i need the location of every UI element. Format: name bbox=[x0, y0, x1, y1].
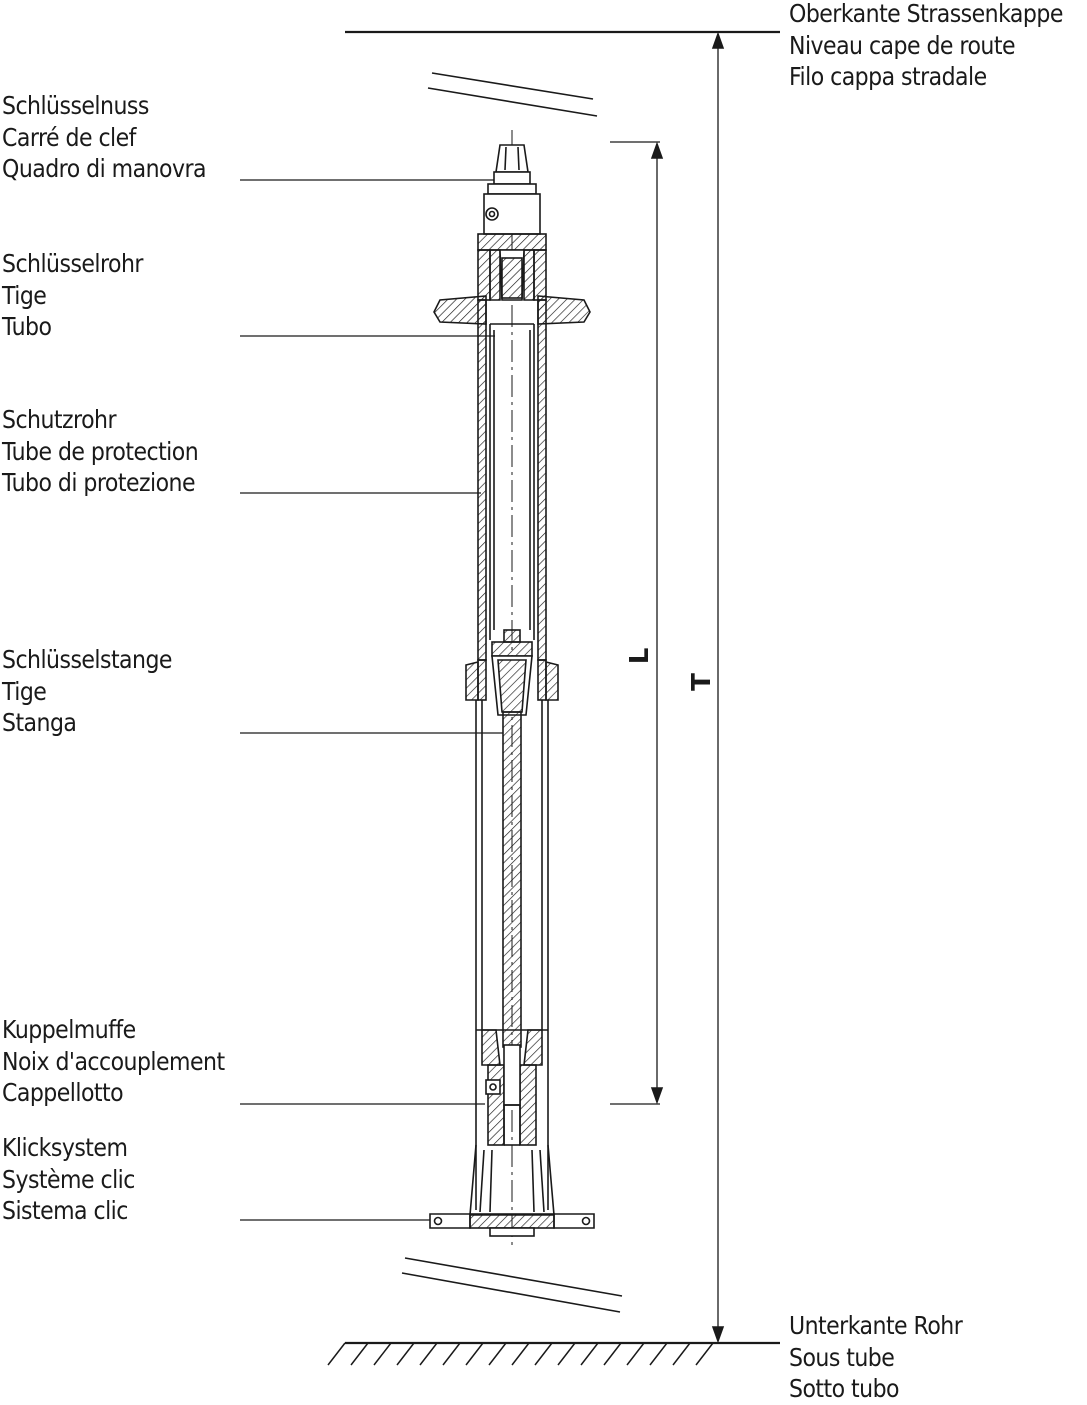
label-road-cap-top-fr: Niveau cape de route bbox=[789, 30, 1016, 60]
dimension-T-line bbox=[711, 31, 725, 1344]
label-key-tube: Schlüsselrohr Tige Tubo bbox=[2, 248, 144, 343]
dimension-L-label: L bbox=[625, 648, 655, 665]
dimension-L-line bbox=[610, 141, 664, 1105]
label-key-tube-de: Schlüsselrohr bbox=[2, 249, 144, 278]
label-key-tube-it: Tubo bbox=[2, 312, 52, 341]
top-break-lines bbox=[427, 72, 598, 117]
label-coupling-sleeve: Kuppelmuffe Noix d'accouplement Cappello… bbox=[2, 1014, 225, 1109]
valve-key-assembly bbox=[429, 144, 595, 1237]
label-coupling-sleeve-fr: Noix d'accouplement bbox=[2, 1046, 225, 1076]
label-road-cap-top-it: Filo cappa stradale bbox=[789, 62, 987, 91]
label-click-system: Klicksystem Système clic Sistema clic bbox=[2, 1132, 135, 1227]
label-key-nut: Schlüsselnuss Carré de clef Quadro di ma… bbox=[2, 90, 207, 185]
label-road-cap-top: Oberkante Strassenkappe Niveau cape de r… bbox=[789, 0, 1063, 93]
label-key-rod-it: Stanga bbox=[2, 708, 77, 737]
label-key-tube-fr: Tige bbox=[2, 280, 47, 310]
label-protection-tube-it: Tubo di protezione bbox=[2, 468, 196, 497]
label-click-system-fr: Système clic bbox=[2, 1164, 135, 1194]
label-protection-tube: Schutzrohr Tube de protection Tubo di pr… bbox=[2, 404, 199, 499]
label-protection-tube-de: Schutzrohr bbox=[2, 405, 117, 434]
leader-lines bbox=[240, 31, 780, 1344]
label-click-system-it: Sistema clic bbox=[2, 1196, 128, 1225]
label-key-nut-de: Schlüsselnuss bbox=[2, 91, 149, 120]
ground-line bbox=[327, 1341, 780, 1366]
dimension-T-label: T bbox=[687, 673, 717, 691]
label-key-rod-fr: Tige bbox=[2, 676, 47, 706]
label-pipe-bottom-fr: Sous tube bbox=[789, 1342, 895, 1372]
label-road-cap-top-de: Oberkante Strassenkappe bbox=[789, 0, 1063, 28]
label-key-nut-fr: Carré de clef bbox=[2, 122, 136, 152]
bottom-break-lines bbox=[401, 1257, 623, 1313]
label-pipe-bottom-it: Sotto tubo bbox=[789, 1374, 900, 1403]
label-coupling-sleeve-it: Cappellotto bbox=[2, 1078, 124, 1107]
label-coupling-sleeve-de: Kuppelmuffe bbox=[2, 1015, 136, 1044]
label-pipe-bottom-de: Unterkante Rohr bbox=[789, 1311, 963, 1340]
label-protection-tube-fr: Tube de protection bbox=[2, 436, 199, 466]
label-key-rod: Schlüsselstange Tige Stanga bbox=[2, 644, 172, 739]
label-click-system-de: Klicksystem bbox=[2, 1133, 128, 1162]
label-pipe-bottom: Unterkante Rohr Sous tube Sotto tubo bbox=[789, 1310, 963, 1405]
label-key-rod-de: Schlüsselstange bbox=[2, 645, 172, 674]
label-key-nut-it: Quadro di manovra bbox=[2, 154, 207, 183]
